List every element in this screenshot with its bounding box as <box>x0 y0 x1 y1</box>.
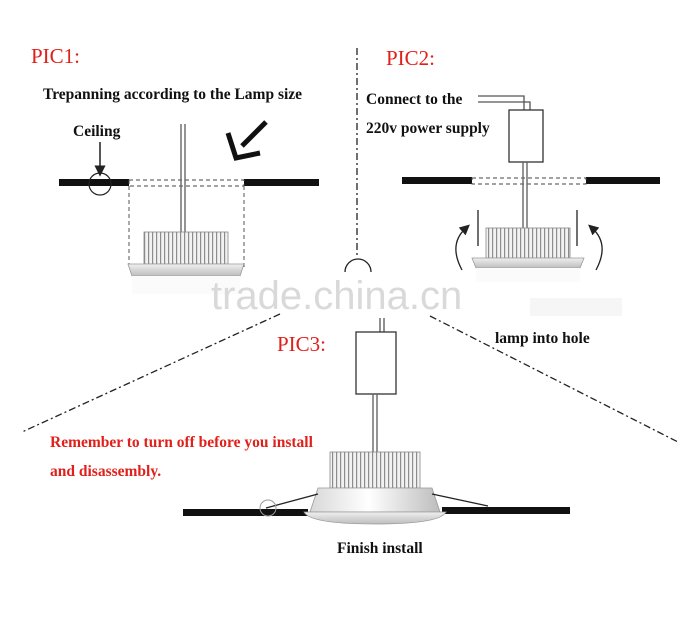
pic2-ceiling <box>402 177 660 185</box>
pic2-driver <box>478 95 544 228</box>
pic1-big-arrow <box>225 120 268 161</box>
pic1-ceiling-pointer <box>88 142 112 196</box>
pic3-lamp <box>259 451 489 525</box>
watermark-text: trade.china.cn <box>211 274 463 318</box>
pic2-lamp-glow <box>530 298 622 316</box>
pic2-line2: 220v power supply <box>366 120 490 137</box>
pic3-title: PIC3: <box>277 332 327 356</box>
pic3-warning-line2: and disassembly. <box>50 463 162 480</box>
pic1-caption: Trepanning according to the Lamp size <box>43 86 303 103</box>
pic2-line1: Connect to the <box>366 91 463 108</box>
pic1-hole-guides <box>128 186 245 270</box>
pic2-lamp <box>471 210 585 282</box>
pic3-warning-line1: Remember to turn off before you install <box>50 434 313 451</box>
pic3-driver <box>355 318 397 452</box>
divider-lines <box>21 48 679 443</box>
pic2-rotate-arrows <box>455 224 603 271</box>
pic2-bottom-caption: lamp into hole <box>495 330 590 347</box>
pic1-ceiling <box>59 179 319 187</box>
pic3-bottom-caption: Finish install <box>337 540 423 557</box>
pic1-lamp <box>127 124 245 294</box>
pic2-title: PIC2: <box>386 46 436 70</box>
pic1-title: PIC1: <box>31 44 81 68</box>
pic1-ceiling-label: Ceiling <box>73 123 121 140</box>
pic3-ceiling <box>183 507 570 516</box>
